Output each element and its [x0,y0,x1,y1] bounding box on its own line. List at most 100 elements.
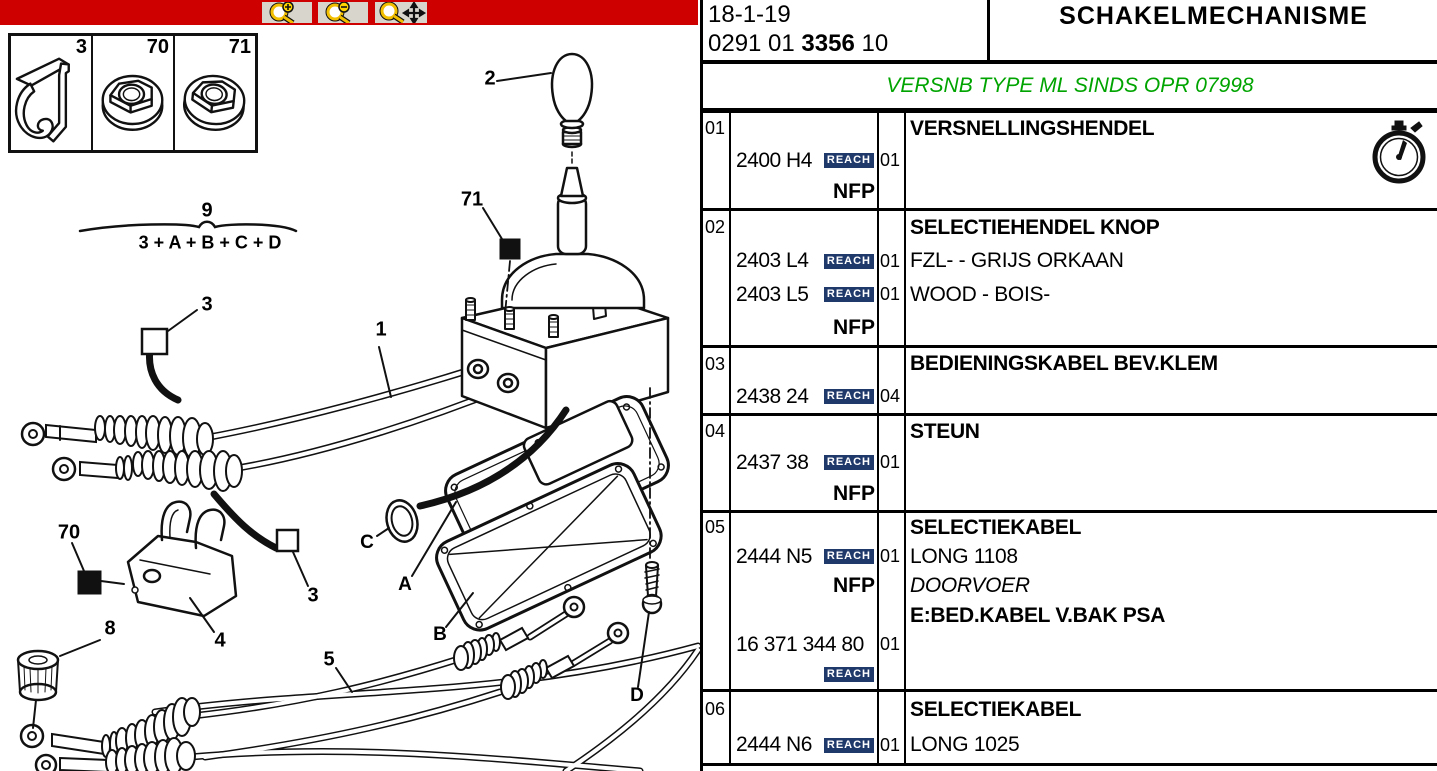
column-part: 2400 H4 REACH NFP [731,113,879,208]
magnifier-plus-icon [269,2,295,23]
flange-nut-illustration [180,71,248,134]
inset-label: 71 [228,36,251,58]
description: FZL- - GRIJS ORKAAN [910,249,1124,273]
zoom-pan-button[interactable] [375,2,427,23]
quantity: 01 [880,734,901,755]
shifter-housing [460,52,670,430]
column-desc: SELECTIEHENDEL KNOP FZL- - GRIJS ORKAAN WO… [906,211,1437,345]
zoom-out-button[interactable] [318,2,368,23]
description: SELECTIEKABEL [910,515,1082,539]
parts-diagram [16,52,700,771]
ref-number: 04 [705,421,726,442]
part-number[interactable]: 2403 L5 [736,282,809,306]
reach-badge[interactable]: REACH [823,666,874,682]
nfp-label: NFP [833,180,875,204]
parts-table-pane: 18-1-19 0291 01 3356 10 SCHAKELMECHANISM… [700,0,1437,771]
part-number[interactable]: 2403 L4 [736,249,809,273]
inset-label: 70 [146,36,169,58]
description: LONG 1025 [910,733,1020,757]
column-qty: 01 [879,692,906,763]
cable-emphasis [145,345,570,552]
description: SELECTIEHENDEL KNOP [910,215,1160,239]
zoom-toolbar [0,0,698,25]
catalog-date: 18-1-19 [708,1,791,28]
flange-nut-illustration [101,74,164,131]
catalog-code: 0291 01 3356 10 [708,30,889,57]
rod-end-2 [500,621,630,700]
part-number[interactable]: 2444 N5 [736,544,812,568]
nfp-label: NFP [833,482,875,506]
magnifier-minus-icon [325,2,351,23]
stopwatch-icon[interactable] [1369,119,1429,185]
column-qty: 01 [879,113,906,208]
description: BEDIENINGSKABEL BEV.KLEM [910,352,1218,376]
part-number[interactable]: 2438 24 [736,384,809,408]
bracket [126,500,238,618]
zoom-in-button[interactable] [262,2,312,23]
reach-badge[interactable]: REACH [823,287,874,303]
description: SELECTIEKABEL [910,697,1082,721]
quantity: 01 [880,284,901,305]
description: STEUN [910,419,980,443]
column-desc: SELECTIEKABEL LONG 1025 [906,692,1437,763]
column-ref: 04 [703,416,731,510]
column-ref: 06 [703,692,731,763]
column-desc: VERSNELLINGSHENDEL [906,113,1437,208]
o-ring [385,499,419,543]
gasket-b [435,462,663,632]
callout-markers [59,72,651,693]
part-number[interactable]: 16 371 344 80 [736,632,864,656]
ref-number: 05 [705,517,726,538]
quantity: 01 [880,452,901,473]
reach-badge[interactable]: REACH [823,737,874,753]
reach-badge[interactable]: REACH [823,153,874,168]
column-part: 2437 38 REACH NFP [731,416,879,510]
quantity: 01 [880,150,901,170]
nfp-label: NFP [833,574,875,598]
column-qty: 01 [879,416,906,510]
inset-label: 3 [75,36,87,58]
description: DOORVOER [910,574,1030,598]
part-number[interactable]: 2437 38 [736,450,809,474]
catalog-header: 18-1-19 0291 01 3356 10 SCHAKELMECHANISM… [703,0,1437,64]
column-ref: 03 [703,348,731,413]
reach-badge[interactable]: REACH [823,455,874,471]
part-number[interactable]: 2400 H4 [736,148,812,172]
inset-cell-nut-70: 70 [93,36,175,150]
cable-end-partial [34,737,196,771]
reach-badge[interactable]: REACH [823,253,874,269]
cable-end-second [51,450,243,492]
variant-banner: VERSNB TYPE ML SINDS OPR 07998 [703,64,1437,113]
inset-cell-nut-71: 71 [175,36,255,150]
screw [641,561,663,615]
description: WOOD - BOIS- [910,282,1050,306]
column-desc: STEUN [906,416,1437,510]
column-desc: BEDIENINGSKABEL BEV.KLEM [906,348,1437,413]
quantity: 01 [880,546,901,567]
part-number[interactable]: 2444 N6 [736,733,812,757]
rod-end-1 [453,595,586,671]
reach-badge[interactable]: REACH [823,389,874,405]
description: LONG 1108 [910,544,1018,568]
quantity: 04 [880,386,901,407]
cable-lines [151,366,700,771]
column-qty: 04 [879,348,906,413]
reach-badge[interactable]: REACH [823,549,874,565]
column-ref: 02 [703,211,731,345]
description: E:BED.KABEL V.BAK PSA [910,603,1166,627]
catalog-ref-block: 18-1-19 0291 01 3356 10 [703,0,990,60]
column-part: 2444 N5 REACH NFP 16 371 344 80 REACH [731,513,879,689]
